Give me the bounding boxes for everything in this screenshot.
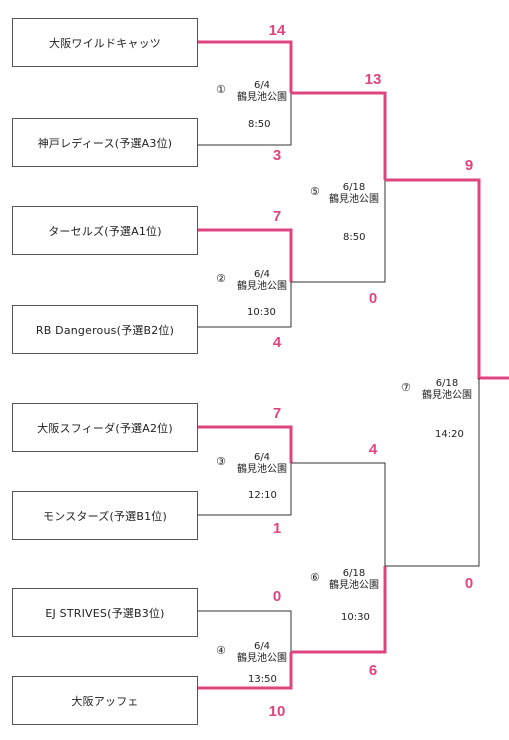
bracket-line-m5-top-winner bbox=[291, 91, 387, 180]
match2-time: 10:30 bbox=[247, 307, 276, 318]
match5-date: 6/18 bbox=[342, 182, 366, 193]
match1-date-venue: 6/4 鶴見池公園 bbox=[234, 80, 290, 104]
match2-bottom-score: 4 bbox=[272, 334, 282, 351]
team-box: EJ STRIVES(予選B3位) bbox=[12, 588, 198, 637]
team-name: 大阪ワイルドキャッツ bbox=[49, 36, 161, 50]
bracket-line-m7-top-winner bbox=[385, 178, 509, 380]
match2-date-venue: 6/4 鶴見池公園 bbox=[234, 269, 290, 293]
team-name: ターセルズ(予選A1位) bbox=[48, 224, 162, 238]
team-name: 大阪アッフェ bbox=[71, 694, 139, 708]
match3-date: 6/4 bbox=[253, 452, 271, 463]
match7-time: 14:20 bbox=[435, 429, 464, 440]
team-box: 大阪アッフェ bbox=[12, 676, 198, 725]
team-name: EJ STRIVES(予選B3位) bbox=[45, 606, 165, 620]
match7-venue: 鶴見池公園 bbox=[422, 390, 472, 401]
bracket-line-m4-bottom-winner bbox=[198, 652, 293, 690]
match7-date: 6/18 bbox=[435, 378, 459, 389]
match3-time: 12:10 bbox=[248, 490, 277, 501]
match1-date: 6/4 bbox=[253, 80, 271, 91]
match2-number: ② bbox=[216, 272, 226, 285]
bracket-line-m1-bottom bbox=[198, 93, 292, 146]
team-box: モンスターズ(予選B1位) bbox=[12, 491, 198, 540]
match2-date: 6/4 bbox=[253, 269, 271, 280]
match3-number: ③ bbox=[216, 455, 226, 468]
bracket-line-m6-top bbox=[291, 462, 386, 566]
match7-bottom-score: 0 bbox=[464, 575, 474, 592]
team-box: 大阪スフィーダ(予選A2位) bbox=[12, 403, 198, 452]
match4-time: 13:50 bbox=[248, 674, 277, 685]
bracket-line-m7-bottom bbox=[385, 378, 480, 567]
match4-bottom-score: 10 bbox=[268, 703, 286, 720]
match1-time: 8:50 bbox=[248, 119, 271, 130]
match7-top-score: 9 bbox=[464, 157, 474, 174]
match3-date-venue: 6/4 鶴見池公園 bbox=[234, 452, 290, 476]
match4-date-venue: 6/4 鶴見池公園 bbox=[234, 641, 290, 665]
match6-venue: 鶴見池公園 bbox=[329, 580, 379, 591]
team-box: RB Dangerous(予選B2位) bbox=[12, 305, 198, 354]
match1-bottom-score: 3 bbox=[272, 147, 282, 164]
match5-venue: 鶴見池公園 bbox=[329, 194, 379, 205]
team-name: モンスターズ(予選B1位) bbox=[43, 509, 167, 523]
match5-bottom-score: 0 bbox=[368, 290, 378, 307]
match3-bottom-score: 1 bbox=[272, 520, 282, 537]
match5-date-venue: 6/18 鶴見池公園 bbox=[326, 182, 382, 206]
match6-bottom-score: 6 bbox=[368, 662, 378, 679]
match6-date: 6/18 bbox=[342, 568, 366, 579]
match6-time: 10:30 bbox=[341, 612, 370, 623]
bracket-line-m6-bottom-winner bbox=[291, 566, 387, 654]
team-name: 神戸レディース(予選A3位) bbox=[37, 136, 173, 150]
bracket-line-m3-top-winner bbox=[198, 425, 293, 463]
match6-top-score: 4 bbox=[368, 441, 378, 458]
match6-number: ⑥ bbox=[310, 571, 320, 584]
team-name: RB Dangerous(予選B2位) bbox=[35, 323, 175, 337]
match5-time: 8:50 bbox=[343, 232, 366, 243]
match5-number: ⑤ bbox=[310, 185, 320, 198]
match1-venue: 鶴見池公園 bbox=[237, 92, 287, 103]
match3-venue: 鶴見池公園 bbox=[237, 464, 287, 475]
match7-date-venue: 6/18 鶴見池公園 bbox=[419, 378, 475, 402]
match2-top-score: 7 bbox=[272, 208, 282, 225]
match2-venue: 鶴見池公園 bbox=[237, 281, 287, 292]
match1-number: ① bbox=[216, 83, 226, 96]
match4-venue: 鶴見池公園 bbox=[237, 653, 287, 664]
team-box: 大阪ワイルドキャッツ bbox=[12, 18, 198, 67]
bracket-line-m5-bottom bbox=[291, 180, 386, 283]
match7-number: ⑦ bbox=[401, 381, 411, 394]
bracket-line-m2-bottom bbox=[198, 282, 292, 328]
match5-top-score: 13 bbox=[364, 71, 382, 88]
match1-top-score: 14 bbox=[268, 22, 286, 39]
bracket-line-m2-top-winner bbox=[198, 228, 293, 282]
bracket-line-m1-top-winner bbox=[198, 40, 293, 93]
team-box: ターセルズ(予選A1位) bbox=[12, 206, 198, 255]
match4-number: ④ bbox=[216, 644, 226, 657]
match3-top-score: 7 bbox=[272, 405, 282, 422]
bracket-line-m4-top bbox=[198, 610, 292, 652]
bracket-line-m3-bottom bbox=[198, 463, 292, 516]
team-box: 神戸レディース(予選A3位) bbox=[12, 118, 198, 167]
match6-date-venue: 6/18 鶴見池公園 bbox=[326, 568, 382, 592]
team-name: 大阪スフィーダ(予選A2位) bbox=[37, 421, 173, 435]
match4-date: 6/4 bbox=[253, 641, 271, 652]
match4-top-score: 0 bbox=[272, 588, 282, 605]
